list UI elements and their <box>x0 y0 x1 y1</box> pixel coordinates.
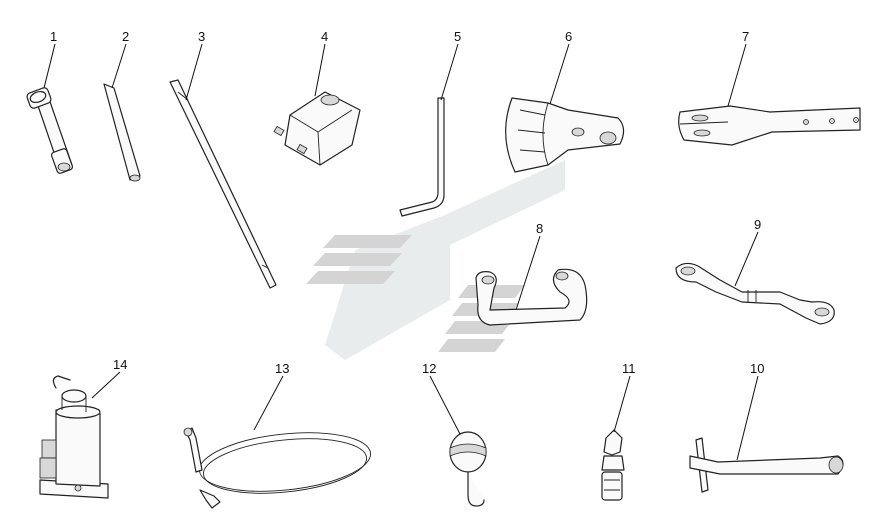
leader-lines <box>43 43 759 461</box>
part-7-tow-fork <box>678 105 861 146</box>
watermark-logo <box>306 160 565 360</box>
callout-4: 4 <box>321 29 328 44</box>
part-13-hose <box>183 427 372 509</box>
part-14-bottle-jack <box>39 375 109 499</box>
callout-14: 14 <box>113 357 127 372</box>
part-8-crank <box>475 268 588 326</box>
part-2-bar <box>103 83 141 182</box>
part-5-hex-key <box>399 97 445 217</box>
callout-10: 10 <box>750 361 764 376</box>
callout-5: 5 <box>454 29 461 44</box>
part-9-offset-wrench <box>675 262 835 325</box>
part-10-t-wrench <box>689 437 844 493</box>
part-4-spanner <box>273 91 361 166</box>
part-6-wheel-socket <box>505 97 625 173</box>
callout-12: 12 <box>422 361 436 376</box>
callout-2: 2 <box>122 29 129 44</box>
callout-13: 13 <box>275 361 289 376</box>
part-3-pry-bar <box>169 79 277 289</box>
part-12-grease-pump <box>449 431 487 507</box>
callout-labels: 1 2 3 4 5 6 7 8 9 10 11 12 13 14 <box>50 29 764 376</box>
callout-8: 8 <box>536 221 543 236</box>
callout-11: 11 <box>622 361 636 376</box>
part-1-socket-wrench <box>26 87 74 174</box>
callout-3: 3 <box>198 29 205 44</box>
callout-1: 1 <box>50 29 57 44</box>
callout-7: 7 <box>742 29 749 44</box>
callout-9: 9 <box>754 217 761 232</box>
callout-6: 6 <box>565 29 572 44</box>
part-11-nozzle <box>601 429 625 501</box>
